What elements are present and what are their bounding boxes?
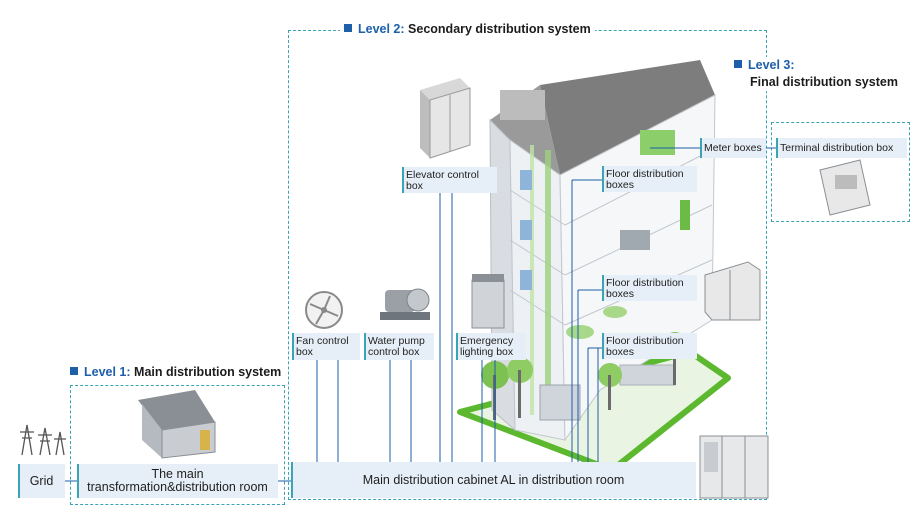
level3-bullet xyxy=(734,60,742,68)
elevator-control-box-label: Elevator control box xyxy=(402,167,497,193)
level2-title: Secondary distribution system xyxy=(408,22,591,36)
transformer-house-icon xyxy=(138,390,216,459)
level2-bullet xyxy=(344,24,352,32)
level3-group-frame xyxy=(771,122,910,222)
elevator-icon xyxy=(420,78,471,159)
level2-heading: Level 2: Secondary distribution system xyxy=(340,22,595,36)
floor-distribution-boxes-label-middle: Floor distribution boxes xyxy=(602,275,697,301)
main-cabinet-icon xyxy=(699,435,769,499)
terminal-distribution-box-label: Terminal distribution box xyxy=(776,138,907,158)
level1-heading: Level 1: Main distribution system xyxy=(66,365,286,379)
connector-lines xyxy=(65,147,776,482)
meter-boxes-label: Meter boxes xyxy=(700,138,766,158)
level3-title: Final distribution system xyxy=(750,75,898,89)
power-tower-icons xyxy=(20,424,66,456)
level1-number: Level 1: xyxy=(84,365,131,379)
grid-box: Grid xyxy=(18,464,65,498)
level2-number: Level 2: xyxy=(358,22,405,36)
emergency-cabinet-icon xyxy=(471,274,505,329)
water-pump-control-box-label: Water pump control box xyxy=(364,333,434,360)
floor-distribution-boxes-label-bottom: Floor distribution boxes xyxy=(602,333,697,359)
level1-group-frame xyxy=(70,385,285,505)
level3-heading: Level 3: Final distribution system xyxy=(730,57,902,91)
main-transformation-room-box: The main transformation&distribution roo… xyxy=(77,464,278,498)
floor-distribution-boxes-label-top: Floor distribution boxes xyxy=(602,166,697,192)
level1-bullet xyxy=(70,367,78,375)
fan-control-box-label: Fan control box xyxy=(292,333,360,360)
level3-number: Level 3: xyxy=(748,58,795,72)
water-pump-icon xyxy=(380,288,430,320)
main-distribution-cabinet-box: Main distribution cabinet AL in distribu… xyxy=(291,462,696,498)
level1-title: Main distribution system xyxy=(134,365,282,379)
floor-box-icon xyxy=(704,261,761,321)
fan-icon xyxy=(305,291,343,329)
emergency-lighting-box-label: Emergency lighting box xyxy=(456,333,526,360)
terminal-box-icon xyxy=(819,159,871,216)
